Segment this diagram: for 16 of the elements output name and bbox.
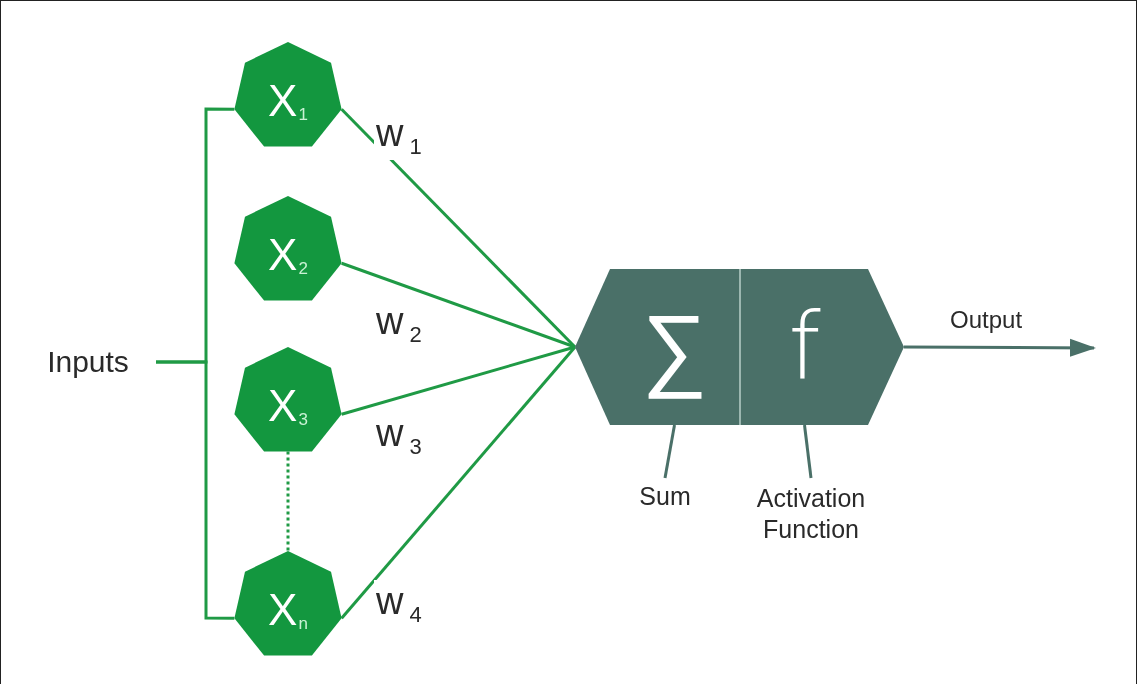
connector-line — [156, 360, 235, 620]
inputs-label: Inputs — [20, 340, 156, 384]
connector-line — [340, 346, 577, 620]
function-symbol: f — [741, 269, 868, 425]
connector-line — [341, 261, 576, 349]
dotted-line — [286, 451, 290, 551]
output-label: Output — [949, 306, 1024, 334]
connector-line — [803, 424, 813, 479]
sum-label: Sum — [620, 478, 710, 516]
activation-function-label: Activation Function — [720, 478, 902, 550]
output-arrow — [904, 338, 1096, 357]
connector-line — [340, 108, 577, 349]
sum-symbol: ∑ — [610, 269, 739, 425]
connector-line — [341, 345, 576, 416]
neuron-hexagon — [575, 269, 904, 425]
connector-line — [663, 424, 676, 479]
